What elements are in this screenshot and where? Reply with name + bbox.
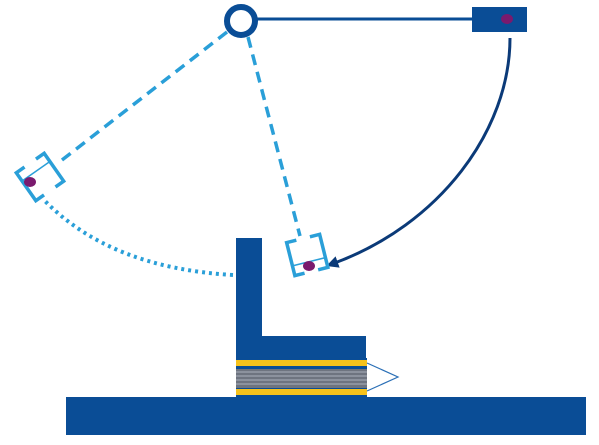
pivot [224, 4, 258, 38]
base-plate [66, 397, 586, 435]
swing-arrow [326, 37, 512, 268]
striker-head-start [472, 7, 527, 32]
pendulum-arm-raised [60, 30, 229, 162]
pendulum-arm-swing [246, 36, 302, 237]
return-arc [42, 198, 234, 277]
specimen-holder [236, 238, 366, 358]
striker-dot-raised [24, 177, 36, 187]
striker-dot-impact [303, 261, 315, 271]
specimen-layers [236, 358, 367, 397]
specimen-notch [366, 362, 400, 392]
striker-head-raised [13, 150, 67, 204]
